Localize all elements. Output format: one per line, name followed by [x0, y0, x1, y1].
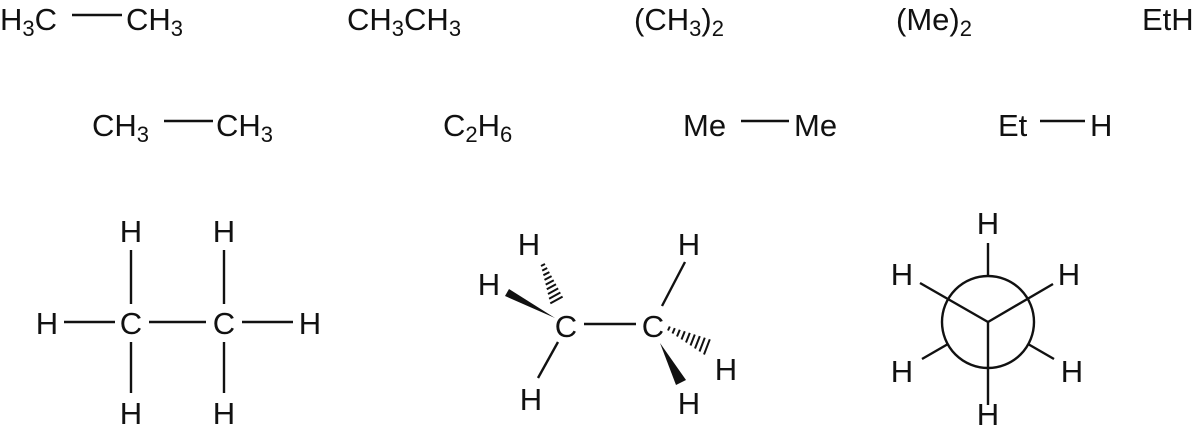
carbon-atom: C — [120, 306, 142, 341]
svg-text:CH3: CH3 — [92, 108, 149, 147]
formula-h3c-ch3: H3C CH3 — [0, 2, 183, 41]
subscript: 2 — [960, 16, 972, 41]
atom-label: CH — [92, 108, 137, 143]
subscript: 3 — [449, 16, 461, 41]
atom-label: CH — [404, 2, 449, 37]
front-bond-line — [987, 282, 1054, 324]
subscript: 3 — [137, 122, 149, 147]
atom-label: H — [1090, 108, 1112, 143]
atom-label: (Me) — [896, 2, 960, 37]
carbon-atom: C — [642, 309, 664, 344]
hydrogen-atom: H — [891, 354, 913, 389]
formula-ch3-2: (CH3)2 — [634, 2, 724, 41]
hydrogen-atom: H — [520, 382, 542, 417]
hydrogen-atom: H — [678, 227, 700, 262]
atom-label: Et — [998, 108, 1028, 143]
bond-line — [536, 341, 560, 379]
subscript: 3 — [22, 16, 34, 41]
atom-label: (CH — [634, 2, 689, 37]
svg-text:CH3: CH3 — [126, 2, 183, 41]
hydrogen-atom: H — [977, 397, 999, 431]
atom-label: C — [35, 2, 57, 37]
formula-me-me: Me Me — [683, 108, 837, 143]
wedge-bond — [505, 289, 555, 318]
hydrogen-atom: H — [1058, 257, 1080, 292]
atom-label: Me — [683, 108, 726, 143]
back-bond-line — [1027, 342, 1055, 361]
wedge-dash-structure: H H C H H C H H — [478, 227, 737, 421]
atom-label: EtH — [1142, 2, 1194, 37]
wedge-bond — [660, 343, 686, 385]
subscript: 3 — [261, 122, 273, 147]
subscript: 6 — [500, 122, 512, 147]
back-bond-line — [921, 342, 949, 361]
subscript: 3 — [392, 16, 404, 41]
hydrogen-atom: H — [678, 386, 700, 421]
formula-ch3-ch3-bonded: CH3 CH3 — [92, 108, 273, 147]
svg-text:(Me)2: (Me)2 — [896, 2, 972, 41]
hydrogen-atom: H — [977, 206, 999, 241]
atom-label: H — [478, 108, 500, 143]
hydrogen-atom: H — [213, 214, 235, 249]
hashed-bond — [540, 263, 564, 305]
carbon-atom: C — [213, 306, 235, 341]
subscript: 3 — [171, 16, 183, 41]
formula-me-2: (Me)2 — [896, 2, 972, 41]
hydrogen-atom: H — [1061, 354, 1083, 389]
subscript: 2 — [712, 16, 724, 41]
atom-label: CH — [126, 2, 171, 37]
formula-eth: EtH — [1142, 2, 1194, 37]
subscript: 3 — [689, 16, 701, 41]
atom-label: CH — [347, 2, 392, 37]
svg-text:CH3CH3: CH3CH3 — [347, 2, 461, 41]
subscript: 2 — [465, 122, 477, 147]
hydrogen-atom: H — [891, 257, 913, 292]
svg-text:C2H6: C2H6 — [443, 108, 512, 147]
svg-text:CH3: CH3 — [216, 108, 273, 147]
paren: ) — [701, 2, 711, 37]
hydrogen-atom: H — [213, 396, 235, 431]
hydrogen-atom: H — [120, 214, 142, 249]
hashed-bond — [667, 326, 711, 355]
svg-text:(CH3)2: (CH3)2 — [634, 2, 724, 41]
hydrogen-atom: H — [36, 306, 58, 341]
atom-label: Me — [794, 108, 837, 143]
atom-label: CH — [216, 108, 261, 143]
bond-line — [660, 261, 687, 307]
atom-label: H — [0, 2, 22, 37]
hydrogen-atom: H — [518, 227, 540, 262]
formula-ch3ch3: CH3CH3 — [347, 2, 461, 41]
hydrogen-atom: H — [478, 267, 500, 302]
hydrogen-atom: H — [299, 306, 321, 341]
newman-projection: H H H H H H — [891, 206, 1083, 431]
lewis-structure: H H H C C H H H — [36, 214, 321, 431]
carbon-atom: C — [555, 309, 577, 344]
atom-label: C — [443, 108, 465, 143]
svg-text:H3C: H3C — [0, 2, 57, 41]
formula-c2h6: C2H6 — [443, 108, 512, 147]
front-bond-line — [919, 281, 989, 324]
hydrogen-atom: H — [120, 396, 142, 431]
formula-et-h: Et H — [998, 108, 1112, 143]
hydrogen-atom: H — [715, 352, 737, 387]
